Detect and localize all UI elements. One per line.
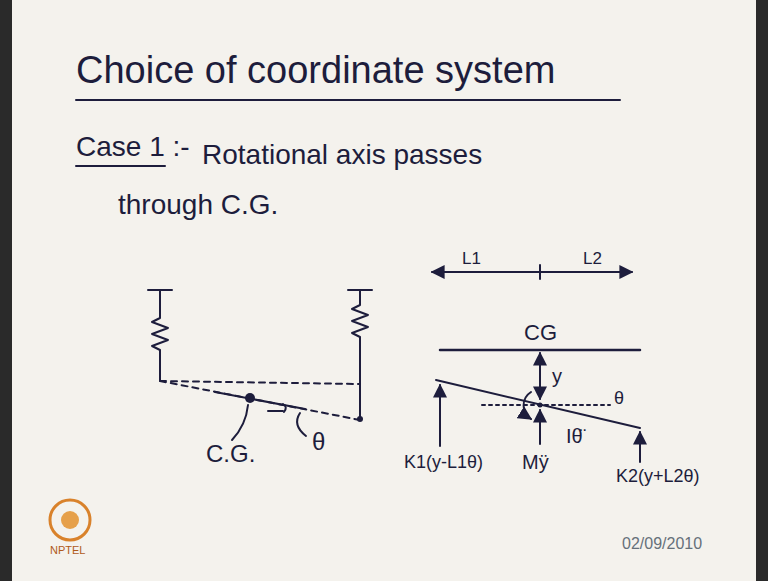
beam-displaced (436, 380, 640, 428)
displaced-line (160, 381, 360, 420)
moment-arrow (524, 392, 531, 419)
cg-dot (538, 403, 543, 408)
angle-label: θ (614, 388, 624, 410)
cg-dot (245, 393, 255, 403)
leader-line (297, 413, 306, 436)
force-label: K2(y+L2θ) (616, 466, 700, 488)
angle-mark (268, 410, 283, 412)
joint-dot (357, 416, 363, 422)
dimension-label: L2 (583, 249, 602, 269)
angle-label: θ (312, 428, 325, 457)
part-label: CG (524, 320, 557, 346)
logo-emblem (50, 500, 90, 540)
logo-text: NPTEL (50, 544, 85, 557)
case-heading: Case 1 :- (76, 130, 190, 164)
equilibrium-line (160, 381, 360, 384)
force-arrow (639, 432, 641, 462)
leader-line (232, 405, 248, 440)
reference-line (482, 404, 610, 406)
date-note: 02/09/2010 (622, 534, 702, 553)
case-description: Rotational axis passes through C.G. (118, 130, 558, 230)
angle-arc (283, 404, 286, 412)
displacement-arrow (539, 353, 541, 399)
case-underline (76, 165, 165, 167)
logo-emblem (61, 511, 79, 529)
slide-title: Choice of coordinate system (76, 48, 555, 94)
spring-symbol (152, 290, 168, 380)
spring-symbol (352, 290, 368, 418)
force-label: K1(y-L1θ) (404, 452, 483, 474)
dimension-line (432, 271, 632, 273)
dimension-label: L1 (462, 249, 481, 269)
beam-equilibrium (440, 349, 640, 352)
part-label: C.G. (206, 440, 255, 469)
force-label: Mÿ (522, 450, 549, 474)
title-underline (76, 99, 620, 101)
dimension-tick (539, 265, 541, 279)
force-arrow (539, 410, 541, 444)
moment-label: Iθ̈ (566, 424, 583, 448)
force-arrow (439, 385, 441, 446)
beam (215, 392, 305, 409)
displacement-label: y (552, 364, 562, 388)
